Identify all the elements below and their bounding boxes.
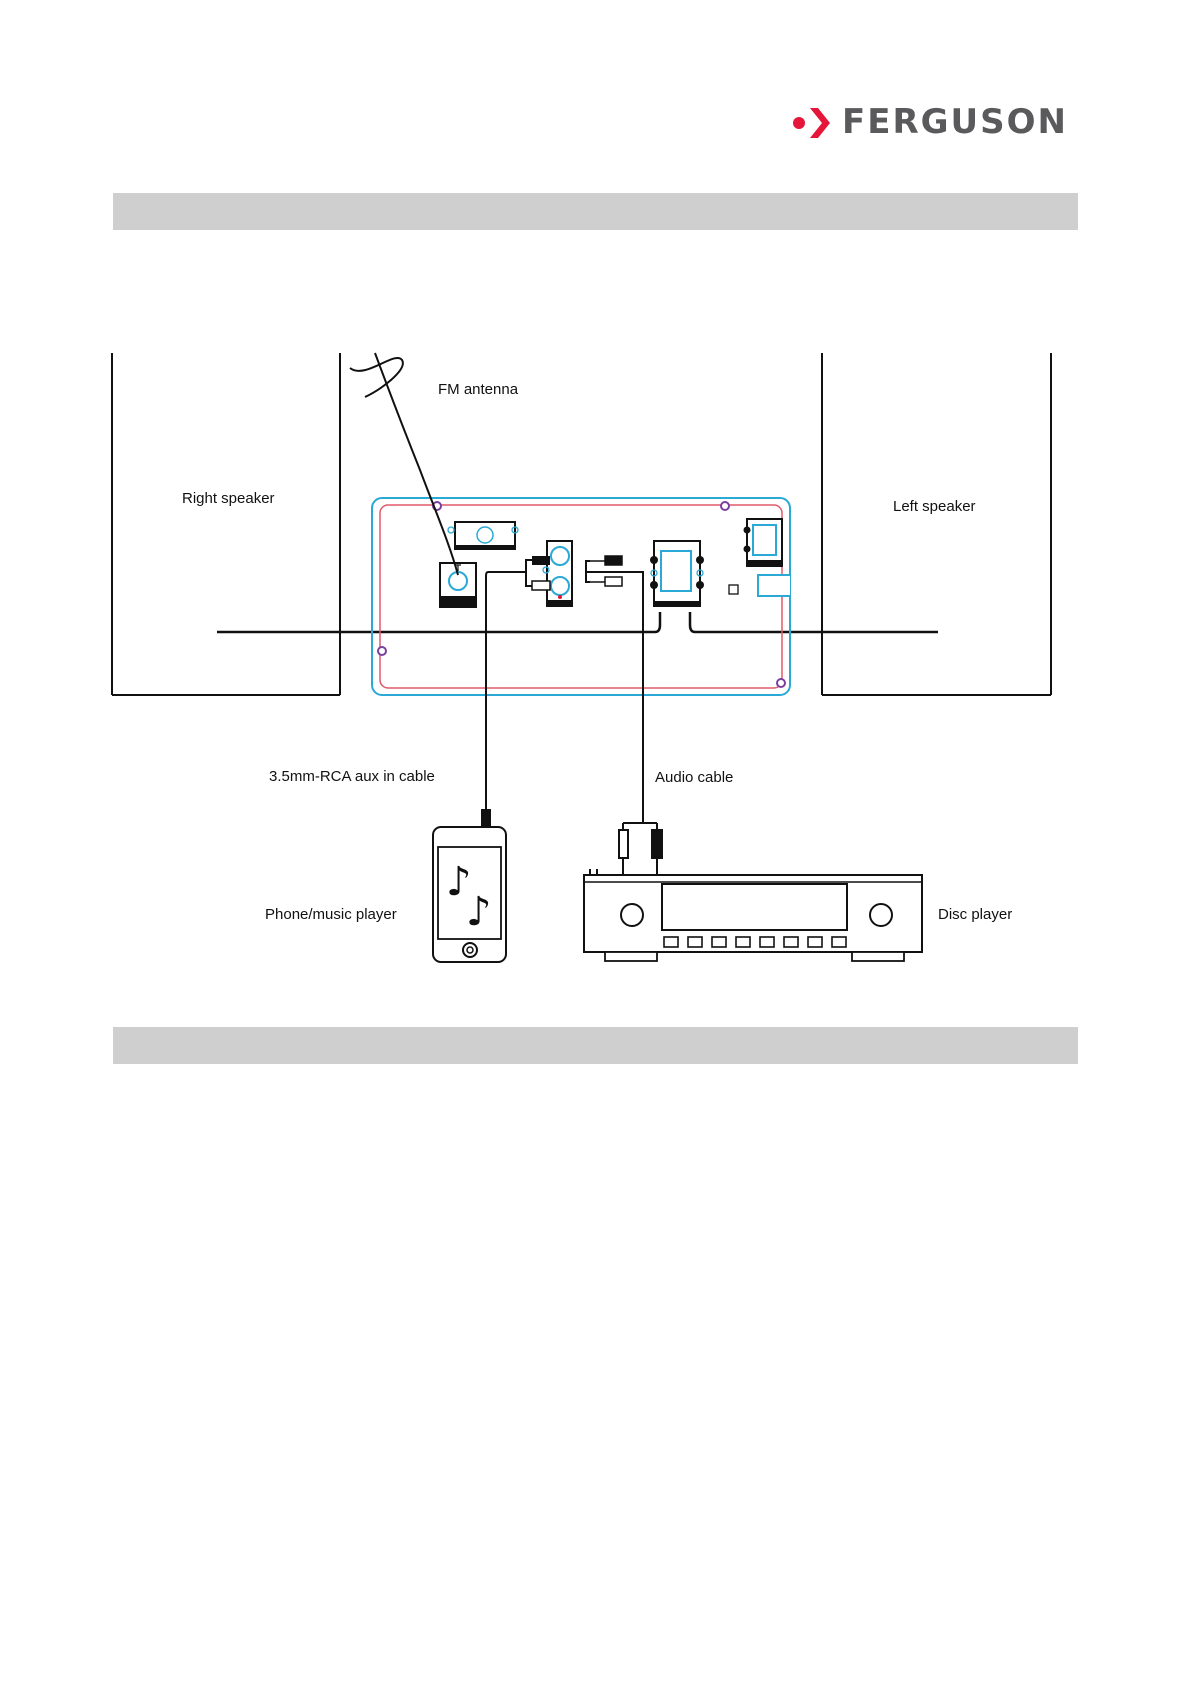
rear-panel [372,498,790,695]
speaker-output-block [650,541,704,607]
label-fm-antenna: FM antenna [438,381,519,398]
disc-player [584,869,922,961]
panel-module-top [448,522,518,550]
phone-music-player: ♪ ♪ [433,827,506,962]
speaker-wire [217,612,938,632]
aux-cable [482,572,526,827]
label-right-speaker: Right speaker [182,490,275,507]
audio-cable [586,561,662,878]
label-audio-cable: Audio cable [655,769,733,786]
aux-in-sockets [526,541,572,607]
power-socket [744,519,783,566]
label-phone: Phone/music player [265,906,397,923]
left-speaker [822,353,1051,695]
fm-antenna-port [440,563,476,607]
label-disc-player: Disc player [938,906,1012,923]
panel-indicator [729,585,738,594]
right-speaker [112,353,340,695]
label-aux-cable: 3.5mm-RCA aux in cable [269,768,435,785]
music-note-icon: ♪ [466,889,492,935]
label-left-speaker: Left speaker [893,498,976,515]
